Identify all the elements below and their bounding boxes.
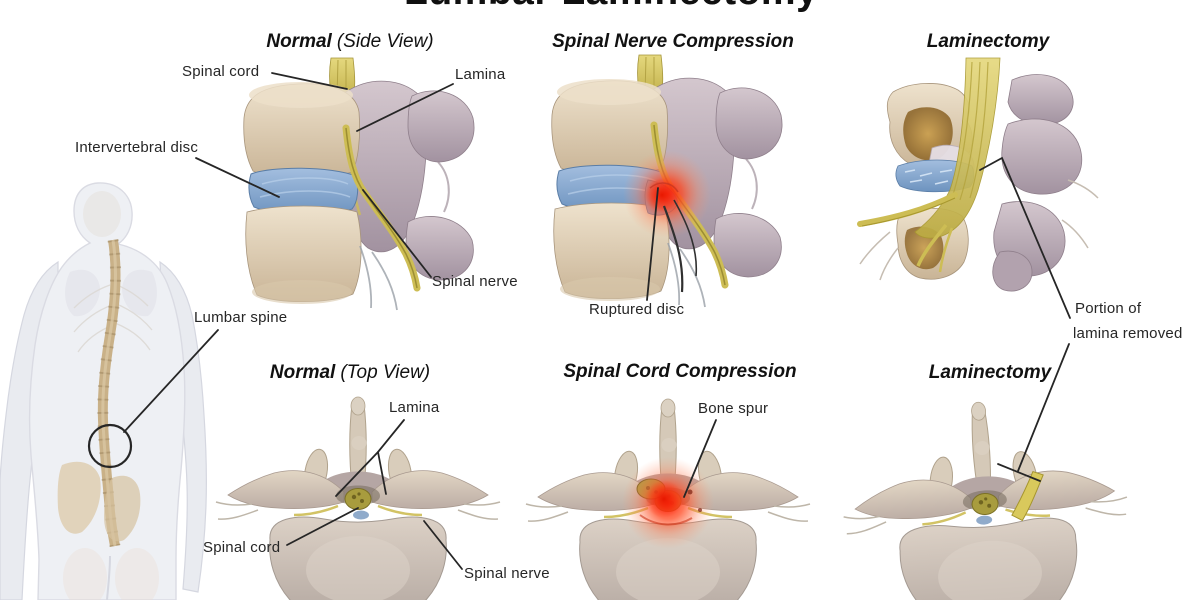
whiskers-lower-left [859, 231, 899, 281]
lumbar-region-circle [87, 423, 133, 469]
leader-lamina-side [356, 83, 454, 132]
title-nerve-compression: Spinal Nerve Compression [552, 31, 794, 53]
label-portion-of: Portion of [1075, 300, 1142, 317]
label-lamina-side: Lamina [455, 66, 506, 83]
leader-spinal-cord-side [271, 72, 348, 90]
nerve-branch-left [857, 192, 958, 227]
annotations [87, 72, 1071, 570]
skull-hint [83, 191, 121, 237]
leader-lamina-top-b [377, 451, 387, 495]
red-dot [698, 508, 702, 512]
nerve-fan [916, 223, 948, 267]
title-normal-top-suffix: (Top View) [340, 362, 431, 383]
title-normal-side: Normal(Side View) [266, 31, 433, 53]
title-normal-side-main: Normal [266, 31, 332, 52]
whiskers-right [1061, 179, 1099, 249]
disc-hint-blue [353, 510, 369, 520]
label-spinal-cord-top: Spinal cord [203, 539, 281, 556]
scapula-right [122, 269, 157, 317]
thigh-left [63, 548, 107, 600]
posterior-lobe-large [1001, 118, 1082, 195]
label-lamina-removed: lamina removed [1073, 325, 1183, 342]
laminectomy-top-illustration [835, 391, 1137, 600]
human-figure [0, 182, 207, 600]
rib-lines [73, 282, 153, 353]
inflammation-core [645, 480, 683, 518]
pelvis-right [104, 475, 141, 542]
inflammation-core [645, 178, 679, 212]
title-laminectomy-side-main: Laminectomy [926, 31, 1050, 52]
title-cord-compression: Spinal Cord Compression [563, 361, 796, 383]
exposed-cord-bundle [914, 57, 1001, 239]
leader-bone-spur [683, 419, 717, 498]
page-title: Lumbar Laminectomy [404, 0, 818, 11]
leader-ruptured-disc [646, 187, 659, 301]
removed-lamina-nerve-strip [1011, 470, 1044, 522]
red-streak [639, 514, 693, 526]
red-dot [687, 489, 693, 495]
compressed-nerve-outline [673, 199, 698, 277]
leader-intervertebral-disc [195, 157, 280, 198]
title-normal-side-suffix: (Side View) [336, 31, 434, 52]
posterior-lobe-top [1007, 74, 1074, 126]
label-ruptured-disc: Ruptured disc [589, 301, 685, 318]
nerve-fan [938, 227, 954, 273]
title-laminectomy-top: Laminectomy [929, 362, 1051, 384]
cord-compression-illustration [524, 397, 812, 600]
disc-hint-blue [976, 515, 993, 525]
label-spinal-nerve-top: Spinal nerve [464, 565, 550, 582]
title-laminectomy-top-main: Laminectomy [928, 362, 1052, 383]
laminectomy-side-illustration [857, 57, 1099, 292]
disc-speckles [904, 169, 953, 185]
leader-portion-lower [997, 343, 1070, 482]
leader-spinal-cord-top [286, 507, 359, 546]
cord-bundle-streaks [951, 61, 989, 201]
title-cord-compression-main: Spinal Cord Compression [563, 361, 797, 382]
leader-lumbar-spine [123, 329, 219, 433]
leader-spinal-nerve-top [423, 520, 463, 570]
label-lamina-top: Lamina [389, 399, 440, 416]
label-spinal-cord-side: Spinal cord [182, 63, 260, 80]
label-lumbar-spine: Lumbar spine [194, 309, 288, 326]
red-swirl [649, 182, 679, 193]
leader-portion-upper [979, 156, 1071, 319]
title-laminectomy-side: Laminectomy [927, 31, 1049, 53]
compressed-nerve-outline [662, 205, 684, 293]
scapula-left [65, 269, 100, 317]
label-bone-spur: Bone spur [698, 400, 769, 417]
leg-seam [106, 555, 111, 600]
leader-spinal-nerve-side [362, 189, 432, 278]
nerve-branch-left-edge [861, 197, 956, 227]
title-normal-top-main: Normal [269, 362, 336, 383]
title-normal-top: Normal(Top View) [270, 362, 430, 384]
thigh-right [115, 548, 159, 600]
pelvis-left [57, 461, 101, 534]
label-intervertebral-disc: Intervertebral disc [75, 139, 199, 156]
nerve-compression-illustration [552, 55, 782, 307]
normal-top-illustration [214, 395, 502, 600]
title-nerve-compression-main: Spinal Nerve Compression [552, 31, 794, 52]
posterior-knob [992, 250, 1033, 292]
label-spinal-nerve-side: Spinal nerve [432, 273, 518, 290]
